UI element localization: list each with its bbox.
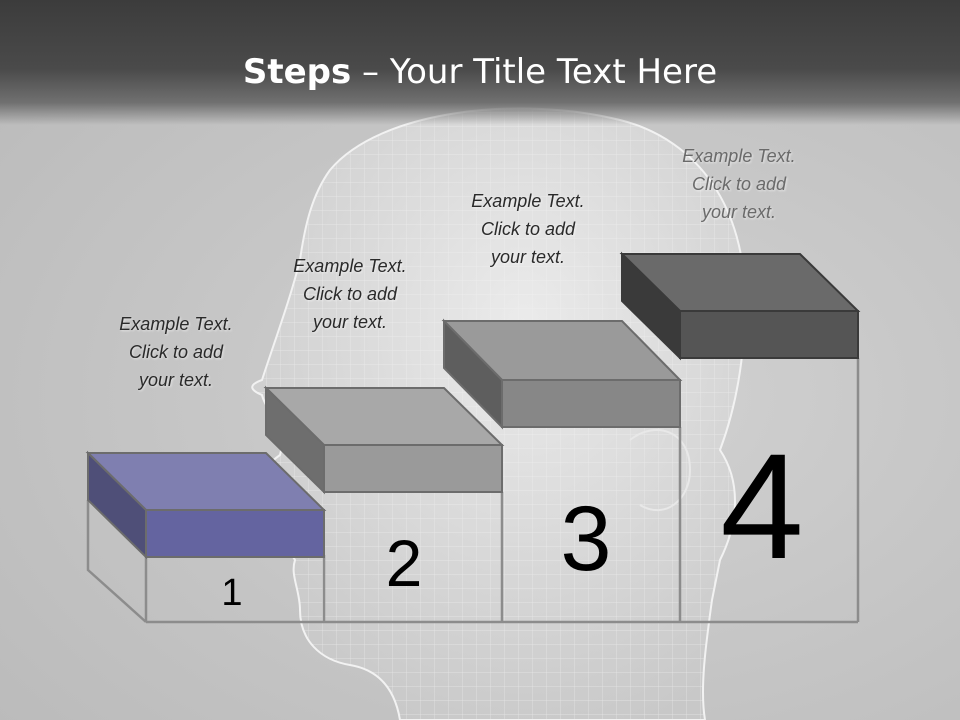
step-3-label[interactable]: Example Text. Click to add your text. [428, 187, 628, 271]
step-3-label-line: your text. [490, 247, 566, 267]
step-1-label-line: your text. [138, 370, 214, 390]
step-1-label-line: Example Text. [119, 314, 233, 334]
step-3-block[interactable] [441, 318, 683, 430]
step-1-number: 1 [221, 572, 242, 614]
step-2-label-line: Example Text. [293, 256, 407, 276]
step-4-number: 4 [720, 422, 803, 590]
step-3-number: 3 [560, 488, 611, 590]
step-3-label-line: Example Text. [471, 191, 585, 211]
step-2-label-line: your text. [312, 312, 388, 332]
step-1-label-line: Click to add [128, 342, 224, 362]
step-frames [86, 358, 860, 624]
step-2-number: 2 [386, 526, 423, 600]
step-1-label[interactable]: Example Text. Click to add your text. [76, 310, 276, 394]
step-4-label-line: Example Text. [682, 146, 796, 166]
title-rest-part: – Your Title Text Here [351, 52, 718, 92]
step-1-block[interactable] [85, 450, 327, 560]
step-3-label-line: Click to add [480, 219, 576, 239]
title-bar [0, 0, 960, 125]
title-bold-part: Steps [242, 52, 352, 92]
step-2-block[interactable] [263, 385, 505, 495]
step-4-label-line: Click to add [691, 174, 787, 194]
slide-title[interactable]: Steps – Your Title Text Here [0, 52, 960, 92]
step-2-label-line: Click to add [302, 284, 398, 304]
step-4-block[interactable] [619, 251, 861, 361]
step-4-label[interactable]: Example Text. Click to add your text. [639, 142, 839, 226]
step-4-label-line: your text. [701, 202, 777, 222]
step-2-label[interactable]: Example Text. Click to add your text. [250, 252, 450, 336]
